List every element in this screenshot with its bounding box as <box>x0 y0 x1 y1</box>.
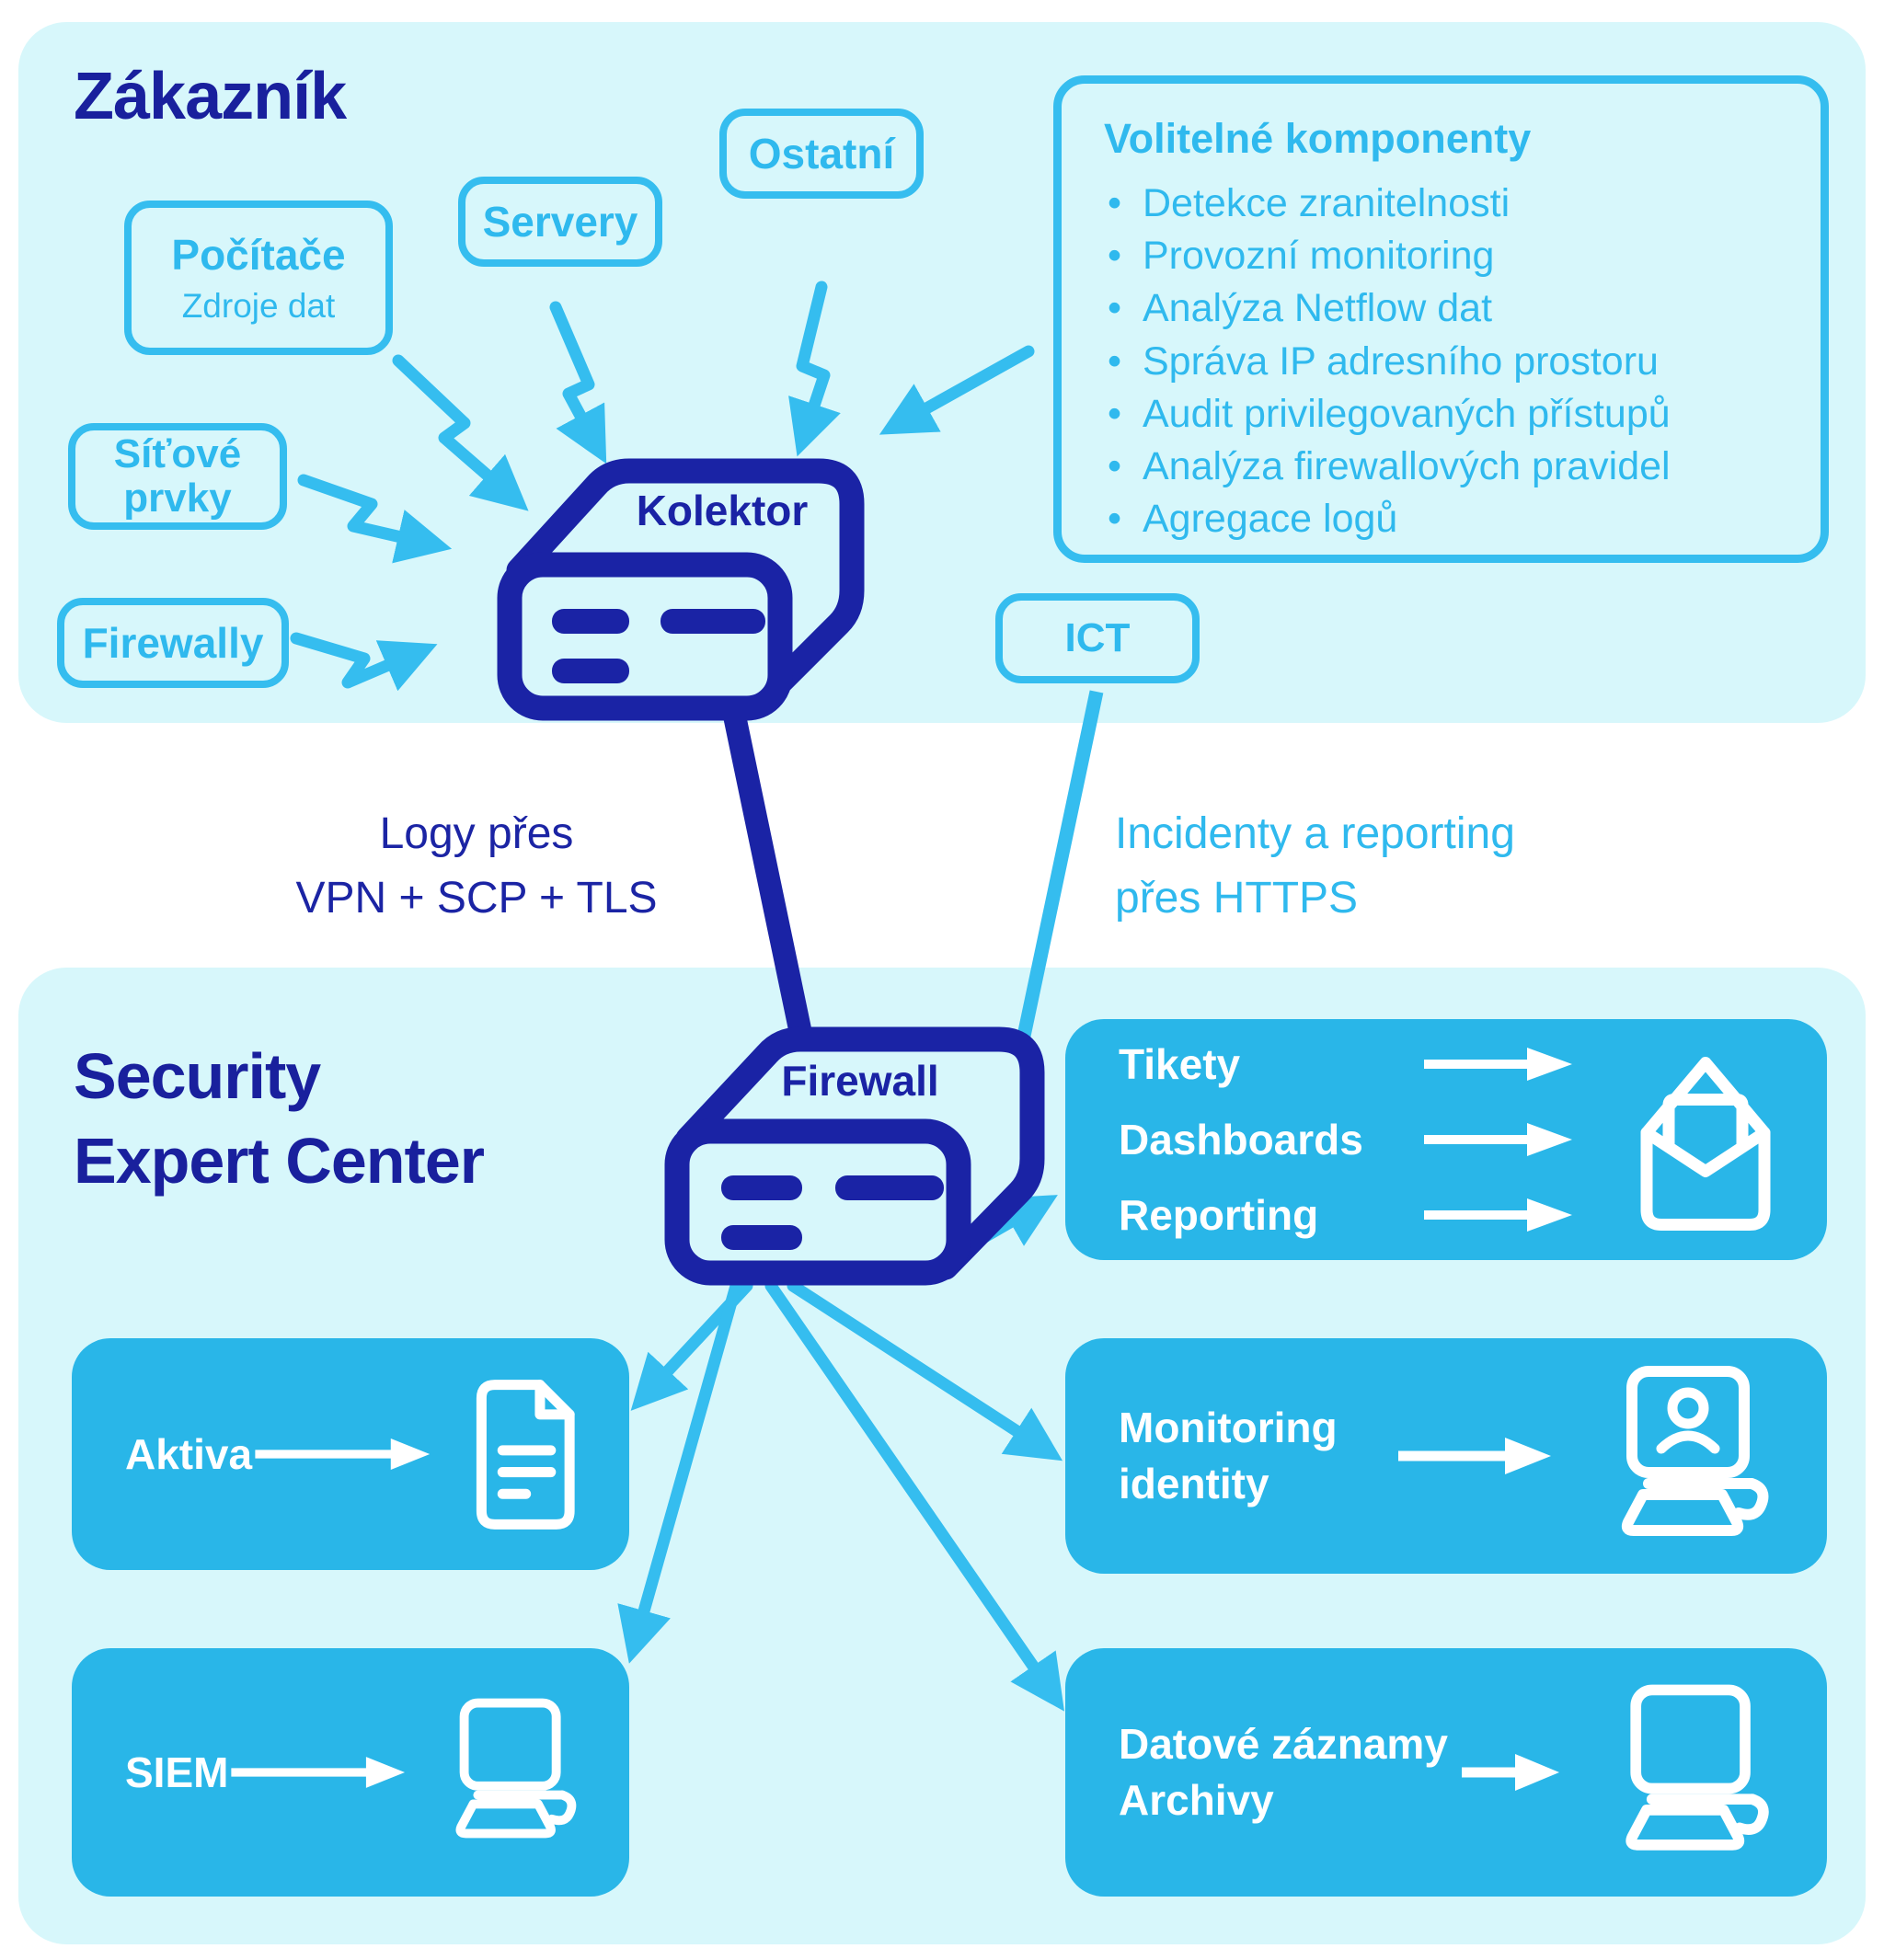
list-item: Provozní monitoring <box>1104 230 1778 282</box>
monitoring-label-line2: identity <box>1119 1460 1269 1507</box>
ostatni-label: Ostatní <box>748 130 895 178</box>
monitoring-label: Monitoring identity <box>1119 1400 1396 1511</box>
arrow-right-icon <box>255 1438 431 1470</box>
incidents-label-line1: Incidenty a reporting <box>1115 809 1515 858</box>
list-item: Analýza Netflow dat <box>1104 282 1778 335</box>
pocitace-sublabel: Zdroje dat <box>181 287 336 325</box>
optional-components-box: Volitelné komponenty Detekce zranitelnos… <box>1053 75 1829 563</box>
customer-title: Zákazník <box>74 60 347 133</box>
envelope-icon <box>1640 1056 1771 1231</box>
computer-icon <box>455 1698 577 1839</box>
sitove-label-line1: Síťové <box>113 430 242 476</box>
sec-title-line1: Security <box>74 1040 321 1112</box>
firewall-label: Firewall <box>781 1057 939 1105</box>
box-monitoring-identity: Monitoring identity <box>1065 1338 1827 1574</box>
firewally-label: Firewally <box>82 619 264 667</box>
collector-device-icon <box>497 458 865 721</box>
list-item: Analýza firewallových pravidel <box>1104 441 1778 493</box>
servery-label: Servery <box>482 198 638 246</box>
monitoring-label-line1: Monitoring <box>1119 1404 1338 1452</box>
box-servery: Servery <box>458 177 662 267</box>
collector-label: Kolektor <box>636 487 809 534</box>
box-siem: SIEM <box>72 1648 629 1897</box>
list-item: Správa IP adresního prostoru <box>1104 336 1778 388</box>
arrow-right-icon <box>1462 1754 1559 1791</box>
tikety-lines: Tikety Dashboards Reporting <box>1119 1031 1632 1248</box>
tikety-line: Reporting <box>1119 1191 1319 1239</box>
optional-components-title: Volitelné komponenty <box>1104 115 1532 162</box>
datove-label-line2: Archivy <box>1119 1776 1274 1824</box>
optional-components-list: Detekce zranitelnosti Provozní monitorin… <box>1104 178 1778 546</box>
datove-label-line1: Datové záznamy <box>1119 1720 1448 1769</box>
tikety-line: Tikety <box>1119 1040 1241 1088</box>
aktiva-label: Aktiva <box>125 1429 253 1478</box>
box-ict: ICT <box>995 593 1200 683</box>
computer-icon <box>1626 1684 1769 1851</box>
arrow-right-icon <box>1398 1438 1551 1474</box>
incidents-connection-label: Incidenty a reporting přes HTTPS <box>1115 802 1722 930</box>
logs-label-line1: Logy přes <box>379 809 574 858</box>
list-item: Audit privilegovaných přístupů <box>1104 388 1778 441</box>
datove-label: Datové záznamy Archivy <box>1119 1716 1460 1828</box>
box-aktiva: Aktiva <box>72 1338 629 1570</box>
firewall-device-icon <box>664 1026 1045 1286</box>
box-datove-zaznamy-archivy: Datové záznamy Archivy <box>1065 1648 1827 1897</box>
arrow-right-icon <box>1424 1123 1572 1156</box>
security-expert-center-title: Security Expert Center <box>74 1034 485 1204</box>
pocitace-label: Počítače <box>171 231 346 279</box>
arrow-right-icon <box>1424 1048 1572 1081</box>
sec-title-line2: Expert Center <box>74 1125 485 1198</box>
box-ostatni: Ostatní <box>719 109 924 199</box>
siem-label: SIEM <box>125 1748 229 1796</box>
logs-connection-label: Logy přes VPN + SCP + TLS <box>228 802 725 930</box>
monitor-person-icon <box>1621 1366 1769 1536</box>
list-item: Detekce zranitelnosti <box>1104 178 1778 230</box>
ict-label: ICT <box>1064 615 1131 660</box>
tikety-line: Dashboards <box>1119 1116 1363 1163</box>
incidents-label-line2: přes HTTPS <box>1115 873 1359 923</box>
box-tikety-dashboards-reporting: Tikety Dashboards Reporting <box>1065 1019 1827 1260</box>
sitove-label-line2: prvky <box>123 476 232 521</box>
arrow-right-icon <box>231 1757 406 1788</box>
box-firewally: Firewally <box>57 598 289 688</box>
document-icon <box>476 1379 575 1530</box>
list-item: Agregace logů <box>1104 493 1778 545</box>
box-sitove-prvky: Síťové prvky <box>68 423 287 530</box>
arrow-right-icon <box>1424 1198 1572 1232</box>
logs-label-line2: VPN + SCP + TLS <box>295 873 658 923</box>
box-pocitace: Počítače Zdroje dat <box>124 201 393 355</box>
